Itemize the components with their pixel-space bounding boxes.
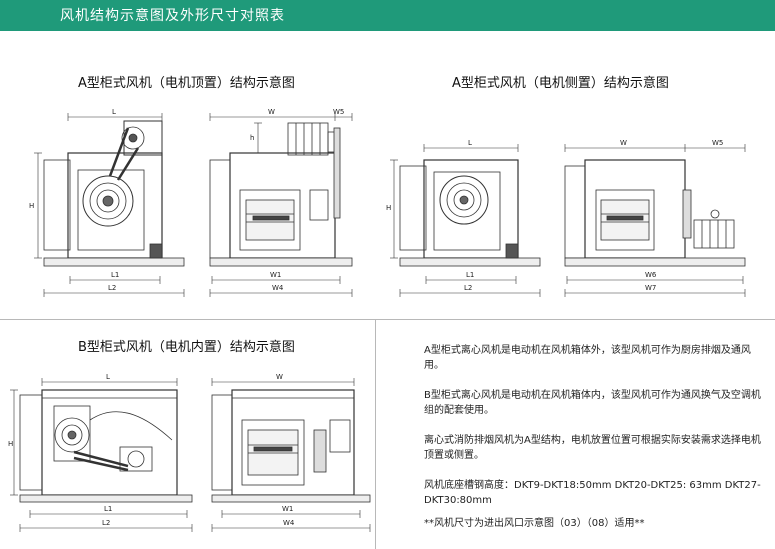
section-title-b-inner: B型柜式风机（电机内置）结构示意图	[78, 340, 295, 355]
dim-label-w4: W4	[272, 284, 284, 292]
dim-label-w4-b: W4	[283, 519, 295, 527]
dim-label-l2-side: L2	[464, 284, 472, 292]
a-side-front-view	[399, 159, 541, 267]
dim-label-h-b: H	[8, 440, 13, 448]
vertical-divider	[375, 319, 376, 549]
a-side-front-dims	[390, 144, 541, 297]
header-bar: 风机结构示意图及外形尺寸对照表	[0, 0, 775, 31]
description-b-type: B型柜式离心风机是电动机在风机箱体内，该型风机可作为通风换气及空调机组的配套使用…	[424, 390, 761, 416]
dim-label-l1-b: L1	[104, 505, 112, 513]
b-inner-side-dims	[211, 378, 371, 532]
dim-label-w5: W5	[333, 108, 344, 116]
dim-label-h-small: h	[250, 134, 254, 142]
dim-label-l-side: L	[468, 139, 472, 147]
b-inner-front-view	[19, 389, 193, 503]
a-top-front-view	[43, 120, 185, 267]
dim-label-w7: W7	[645, 284, 656, 292]
section-title-a-side: A型柜式风机（电机侧置）结构示意图	[452, 76, 669, 91]
dim-label-w1: W1	[270, 271, 281, 279]
description-a-type: A型柜式离心风机是电动机在风机箱体外，该型风机可作为厨房排烟及通风用。	[424, 345, 751, 371]
b-inner-front-dims	[10, 378, 193, 532]
page-title: 风机结构示意图及外形尺寸对照表	[60, 8, 285, 24]
dim-label-h-side: H	[386, 204, 391, 212]
dim-label-w5-side: W5	[712, 139, 723, 147]
dim-label-l1-side: L1	[466, 271, 474, 279]
a-top-front-dims	[34, 113, 185, 297]
dim-label-w-b: W	[276, 373, 283, 381]
dim-label-h: H	[29, 202, 34, 210]
description-note: **风机尺寸为进出风口示意图（03）（08）适用**	[424, 518, 645, 529]
dim-label-l2: L2	[108, 284, 116, 292]
dim-label-l: L	[112, 108, 116, 116]
dim-label-l2-b: L2	[102, 519, 110, 527]
description-fire-exhaust: 离心式消防排烟风机为A型结构，电机放置位置可根据实际安装需求选择电机顶置或侧置。	[424, 435, 761, 461]
a-side-side-dims	[564, 144, 746, 297]
horizontal-divider	[0, 319, 775, 320]
dim-label-l-b: L	[106, 373, 110, 381]
b-inner-side-view	[211, 389, 371, 503]
dim-label-w-side: W	[620, 139, 627, 147]
section-title-a-top: A型柜式风机（电机顶置）结构示意图	[78, 76, 295, 91]
a-top-side-view	[209, 122, 353, 267]
a-side-side-view	[564, 159, 746, 267]
dim-label-w1-b: W1	[282, 505, 293, 513]
a-top-side-dims	[209, 113, 353, 297]
dim-label-l1: L1	[111, 271, 119, 279]
description-base-height: 风机底座槽钢高度：DKT9-DKT18:50mm DKT20-DKT25: 63…	[424, 480, 761, 506]
dim-label-w: W	[268, 108, 275, 116]
dim-label-w6: W6	[645, 271, 657, 279]
